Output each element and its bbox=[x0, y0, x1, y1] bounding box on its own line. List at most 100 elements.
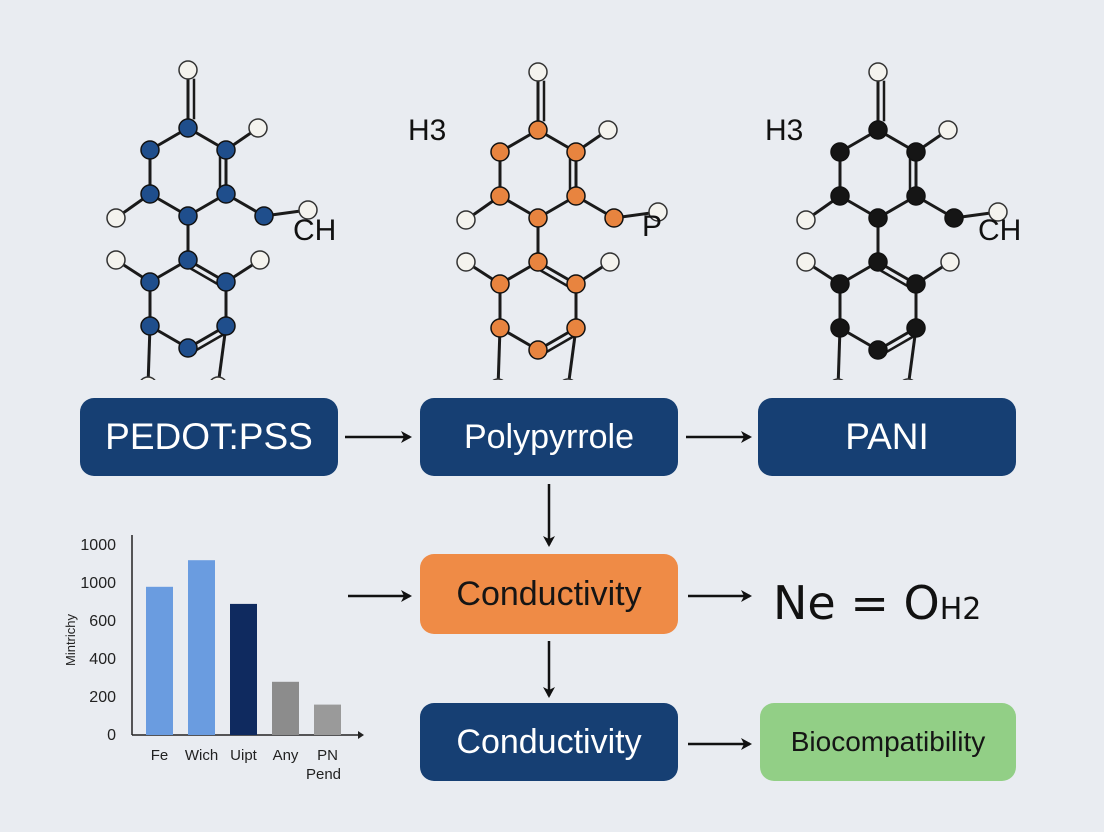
bar-any bbox=[272, 681, 299, 735]
conductivity-orange-box: Conductivity bbox=[420, 554, 678, 634]
x-tick-label: PN bbox=[317, 747, 338, 764]
molecule-atom bbox=[566, 142, 586, 162]
molecule-1 bbox=[106, 60, 318, 380]
molecule-atom bbox=[490, 186, 510, 206]
molecule-atom bbox=[178, 250, 198, 270]
molecule-hydrogen bbox=[796, 210, 816, 230]
molecule-atom bbox=[178, 338, 198, 358]
molecule-hydrogen bbox=[106, 208, 126, 228]
biocompatibility-label: Biocompatibility bbox=[790, 726, 986, 757]
molecule-atom bbox=[528, 120, 548, 140]
molecule-atom bbox=[604, 208, 624, 228]
molecule-atom bbox=[216, 184, 236, 204]
molecule-atom bbox=[140, 316, 160, 336]
molecule-hydrogen bbox=[832, 378, 844, 380]
molecule-atom bbox=[216, 272, 236, 292]
x-tick-label: Any bbox=[273, 747, 299, 764]
molecule-hydrogen bbox=[988, 202, 1008, 222]
molecule-double-bond bbox=[540, 269, 568, 287]
molecule-hydrogen bbox=[106, 250, 126, 270]
molecule-3-label-left: H3 bbox=[765, 114, 804, 147]
molecule-hydrogen bbox=[868, 62, 888, 82]
molecule-atom bbox=[566, 318, 586, 338]
molecule-atom bbox=[906, 142, 926, 162]
bar-fe bbox=[146, 586, 173, 735]
formula-subscript: H2 bbox=[939, 592, 982, 627]
y-tick-label: 400 bbox=[89, 651, 116, 668]
molecule-hydrogen bbox=[298, 200, 318, 220]
x-tick-label: Fe bbox=[151, 747, 169, 764]
molecule-hydrogen bbox=[796, 252, 816, 272]
y-tick-label: 1000 bbox=[80, 575, 116, 592]
y-tick-label: 0 bbox=[107, 727, 116, 744]
molecule-atom bbox=[868, 340, 888, 360]
molecule-hydrogen bbox=[178, 60, 198, 80]
molecule-hydrogen bbox=[598, 120, 618, 140]
x-axis-extra-label: Pend bbox=[306, 766, 341, 783]
molecule-atom bbox=[254, 206, 274, 226]
molecule-double-bond bbox=[546, 335, 574, 353]
molecule-bond bbox=[567, 327, 578, 380]
molecule-atom bbox=[140, 140, 160, 160]
molecule-bond bbox=[496, 327, 502, 380]
molecule-atom bbox=[830, 142, 850, 162]
molecule-double-bond bbox=[886, 335, 914, 353]
pani-label: PANI bbox=[845, 416, 929, 457]
molecule-atom bbox=[830, 186, 850, 206]
molecule-atom bbox=[490, 318, 510, 338]
molecule-atom bbox=[490, 142, 510, 162]
y-tick-label: 600 bbox=[89, 613, 116, 630]
y-axis-label: Mintrichy bbox=[63, 614, 78, 667]
polypyrrole-box: Polypyrrole bbox=[420, 398, 678, 476]
conductivity-orange-label: Conductivity bbox=[456, 574, 642, 613]
molecule-1-label-right: CH bbox=[293, 214, 337, 247]
molecule-atom bbox=[216, 316, 236, 336]
molecule-hydrogen bbox=[210, 376, 226, 380]
bar-wich bbox=[188, 560, 215, 735]
molecule-hydrogen bbox=[248, 118, 268, 138]
formula-main: Ne = O bbox=[773, 576, 940, 630]
molecule-hydrogen bbox=[492, 378, 504, 380]
molecule-atom bbox=[830, 318, 850, 338]
molecule-atom bbox=[140, 272, 160, 292]
molecule-atom bbox=[906, 318, 926, 338]
polypyrrole-label: Polypyrrole bbox=[463, 417, 635, 456]
molecule-structures bbox=[106, 60, 1008, 380]
molecule-atom bbox=[178, 118, 198, 138]
molecule-atom bbox=[566, 186, 586, 206]
molecule-3-label-right: CH bbox=[978, 214, 1022, 247]
molecule-3 bbox=[796, 62, 1008, 380]
molecule-hydrogen bbox=[456, 252, 476, 272]
molecule-atom bbox=[216, 140, 236, 160]
molecule-atom bbox=[566, 274, 586, 294]
molecule-atom bbox=[528, 252, 548, 272]
x-tick-label: Uipt bbox=[230, 747, 258, 764]
bar-uipt bbox=[230, 603, 257, 735]
molecule-atom bbox=[178, 206, 198, 226]
molecule-double-bond bbox=[196, 333, 224, 351]
y-tick-label: 1000 bbox=[80, 537, 116, 554]
molecule-atom bbox=[140, 184, 160, 204]
bar-pn bbox=[314, 704, 341, 735]
molecule-hydrogen bbox=[600, 252, 620, 272]
molecule-hydrogen bbox=[528, 62, 548, 82]
pedot-pss-box: PEDOT:PSS bbox=[80, 398, 338, 476]
molecule-bond bbox=[907, 327, 918, 380]
molecule-atom bbox=[490, 274, 510, 294]
pedot-pss-label: PEDOT:PSS bbox=[105, 416, 313, 457]
molecule-hydrogen bbox=[140, 376, 156, 380]
molecule-2-label-right: P bbox=[642, 210, 663, 243]
molecule-atom bbox=[906, 274, 926, 294]
molecule-bond bbox=[146, 325, 152, 380]
molecule-atom bbox=[868, 208, 888, 228]
molecule-2-label-left: H3 bbox=[408, 114, 447, 147]
molecule-atom bbox=[868, 120, 888, 140]
formula: Ne = OH2 bbox=[773, 576, 981, 630]
molecule-atom bbox=[944, 208, 964, 228]
molecule-hydrogen bbox=[562, 378, 574, 380]
molecule-atom bbox=[906, 186, 926, 206]
molecule-bond bbox=[217, 325, 228, 380]
